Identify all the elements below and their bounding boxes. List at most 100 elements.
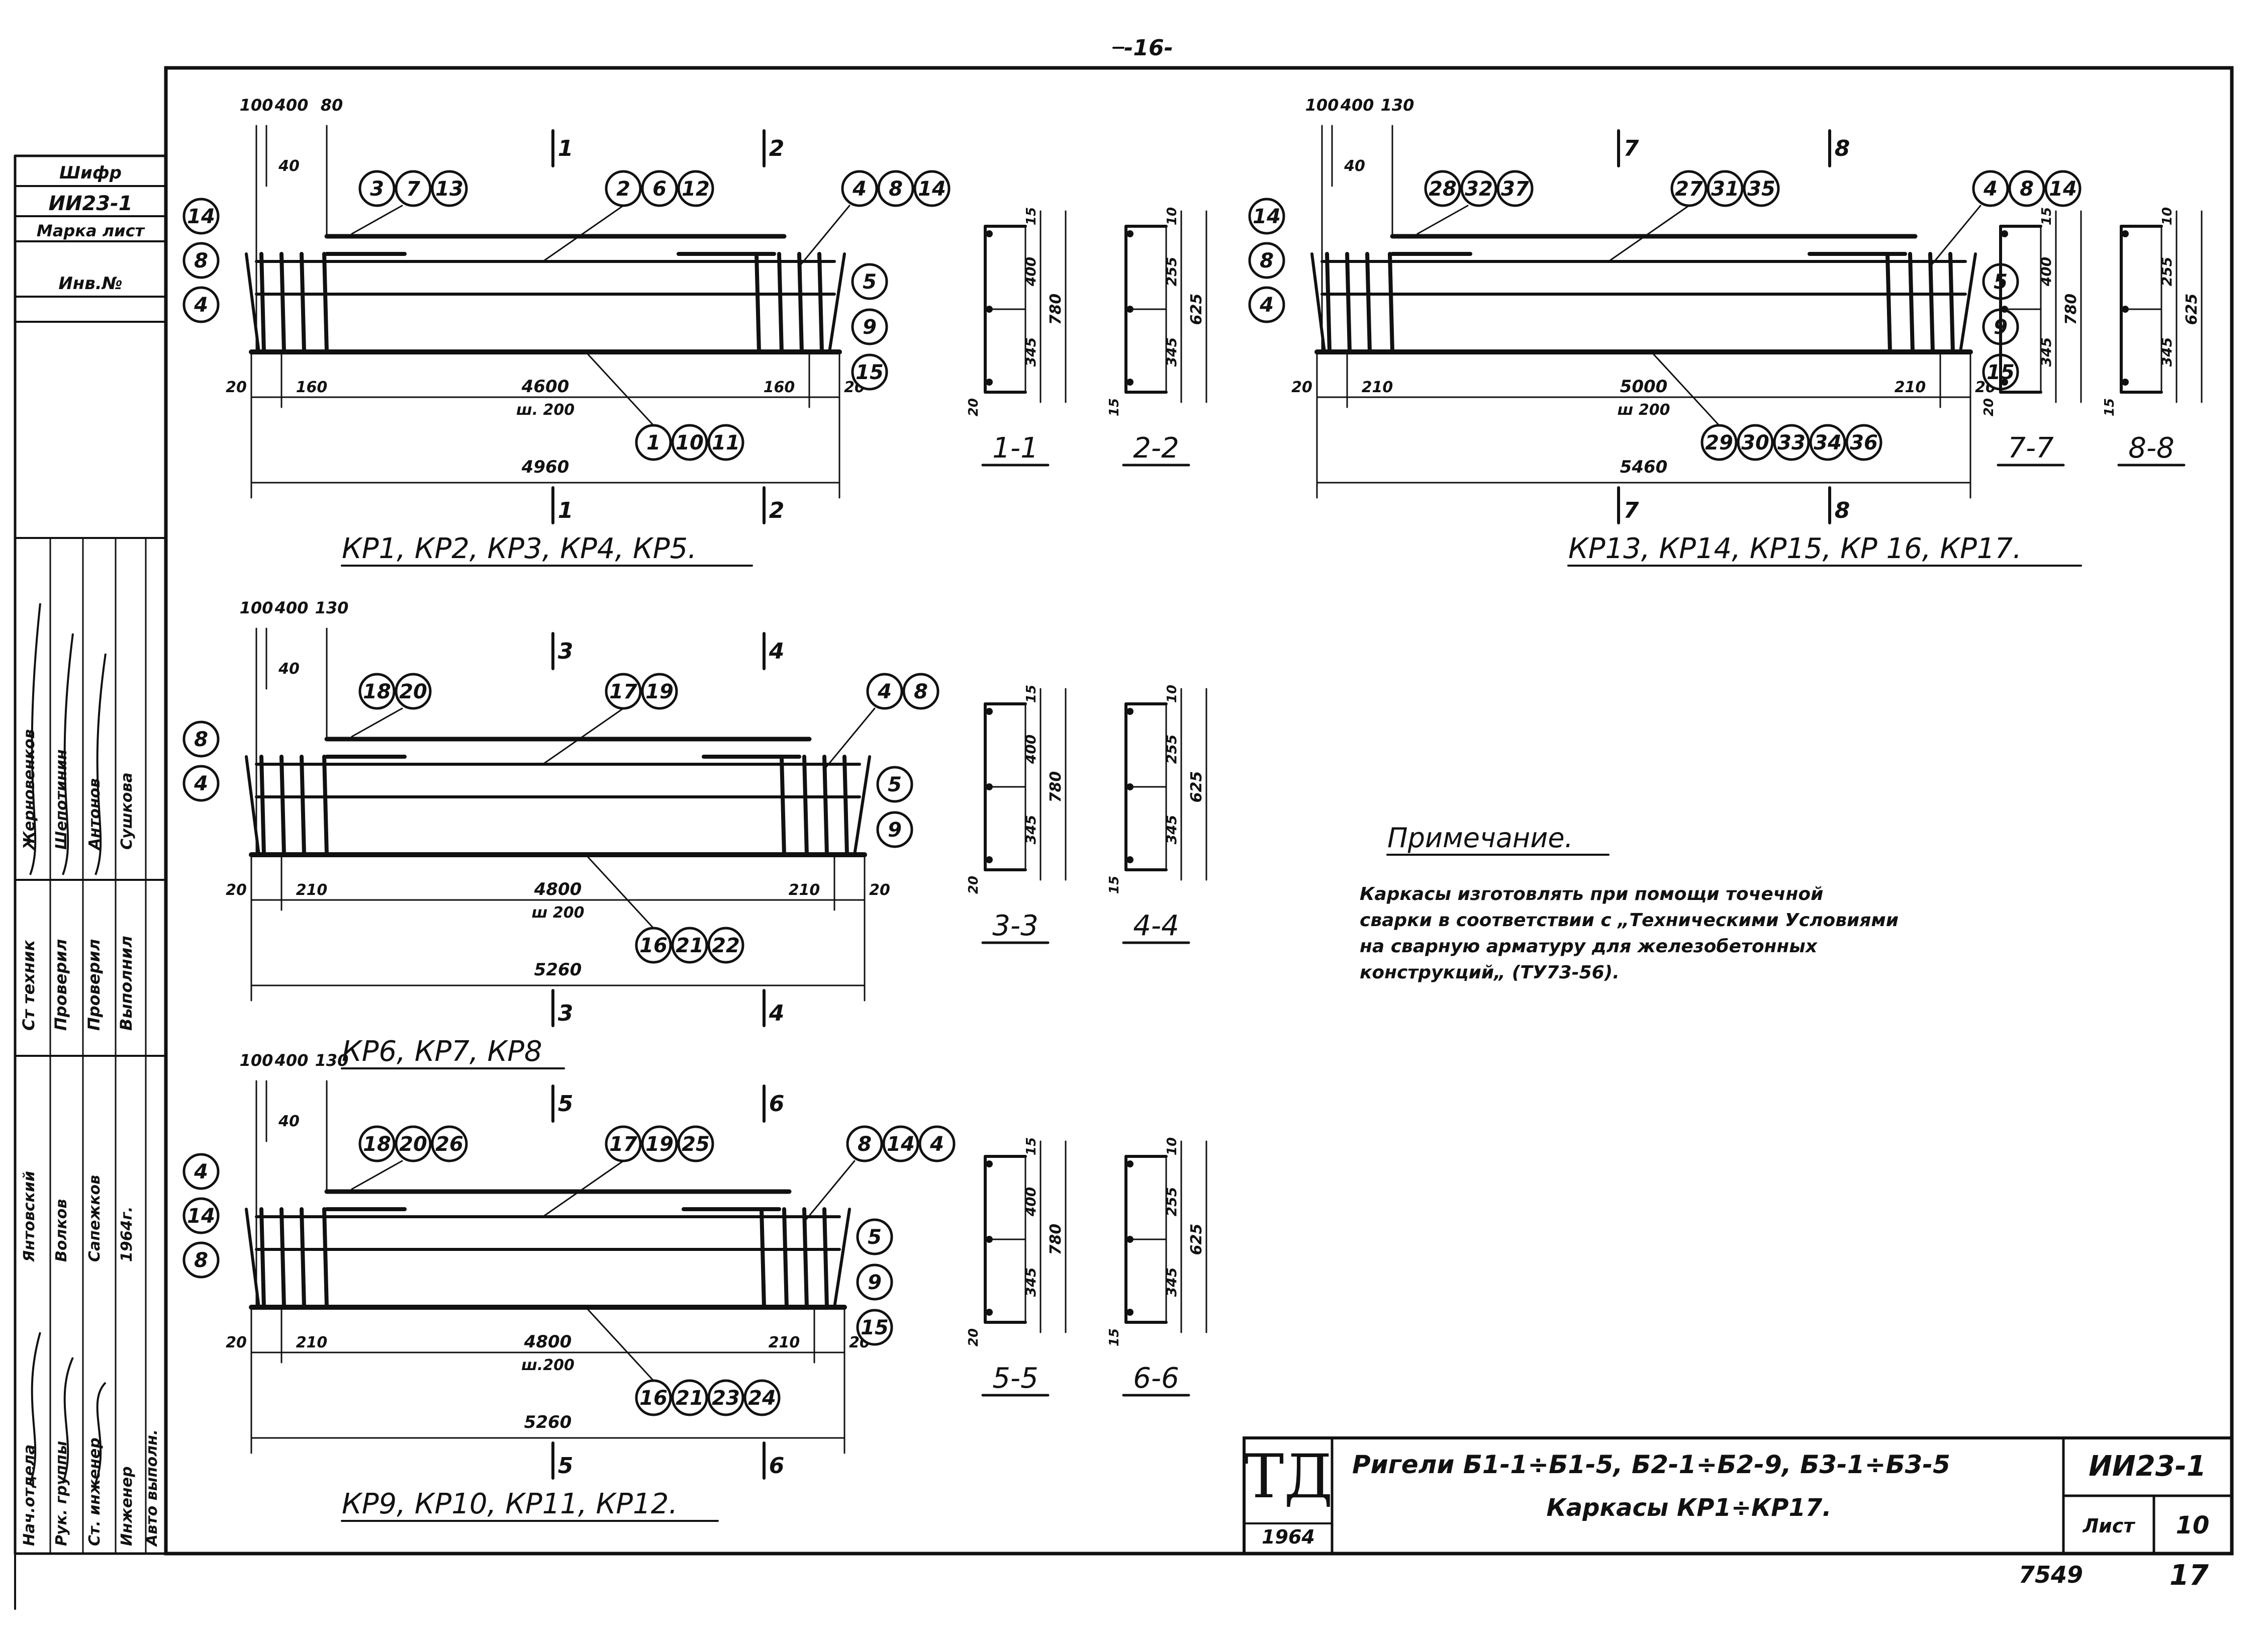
callout-circle <box>1248 242 1285 279</box>
bar-dot <box>1126 708 1133 715</box>
callout-circle <box>851 353 888 391</box>
section-dim: 345 <box>1163 1268 1180 1297</box>
position-callout: 18 <box>358 1125 396 1162</box>
section-dim: 780 <box>1047 294 1065 325</box>
section-dim: 625 <box>1188 771 1205 803</box>
callout-number: 26 <box>435 1133 463 1156</box>
signature <box>94 1382 107 1484</box>
dim-label: 20 <box>226 881 247 899</box>
callout-circle <box>1809 424 1846 461</box>
callout-circle <box>846 1125 883 1162</box>
callout-circle <box>707 927 744 964</box>
stirrup <box>279 252 286 354</box>
bar-dot <box>2001 306 2008 313</box>
stirrup <box>1310 252 1326 353</box>
callout-number: 16 <box>639 1387 668 1410</box>
callout-circle <box>2008 170 2045 207</box>
callout-number: 27 <box>1675 177 1703 201</box>
callout-number: 8 <box>889 177 903 201</box>
signature <box>29 1332 41 1484</box>
callout-circle <box>182 720 220 758</box>
section-dim: 345 <box>1022 337 1039 367</box>
section-dim: 780 <box>1047 771 1065 803</box>
section-number: 8 <box>1835 136 1850 161</box>
dim-label: 100 <box>1305 96 1339 115</box>
callout-number: 9 <box>863 316 877 339</box>
callout-number: 14 <box>187 205 215 228</box>
callout-number: 4 <box>929 1133 944 1156</box>
callout-circle <box>1773 424 1810 461</box>
position-callout: 10 <box>671 424 708 461</box>
section-dim: 345 <box>1022 815 1039 844</box>
pitch-label: ш 200 <box>532 904 585 922</box>
dim-label: 80 <box>321 96 343 115</box>
callout-circle <box>182 765 220 802</box>
bar-dot <box>986 1236 993 1243</box>
leader-line <box>351 1160 403 1190</box>
position-callout: 16 <box>635 1379 672 1416</box>
dim-label: 40 <box>278 1113 300 1130</box>
stirrup <box>822 1207 829 1309</box>
stirrup <box>817 252 824 354</box>
dim-label: 400 <box>274 96 309 115</box>
callout-number: 19 <box>645 1133 674 1156</box>
section-dim: 345 <box>1163 815 1180 844</box>
overall-label: 5260 <box>534 960 582 980</box>
leader-line <box>542 707 624 765</box>
note-line: сварки в соответствии с „Техническими Ус… <box>1360 910 1899 931</box>
section-dim: 780 <box>2062 294 2080 325</box>
section-dim: 400 <box>1022 1187 1039 1217</box>
stirrup <box>777 252 784 354</box>
callout-circle <box>641 1125 678 1162</box>
callout-number: 21 <box>676 934 704 957</box>
position-callout: 20 <box>395 673 432 710</box>
callout-number: 9 <box>868 1271 882 1294</box>
callout-number: 7 <box>406 177 420 201</box>
section-number: 8 <box>1835 498 1850 523</box>
position-callout: 9 <box>856 1263 893 1301</box>
callout-number: 8 <box>914 680 928 703</box>
callout-number: 2 <box>616 177 630 201</box>
stirrup <box>322 252 329 354</box>
callout-circle <box>671 424 708 461</box>
callout-circle <box>182 286 220 323</box>
callout-number: 23 <box>712 1387 740 1410</box>
leader-line <box>587 353 654 426</box>
callout-number: 24 <box>748 1387 776 1410</box>
bar-dot <box>1126 1160 1133 1167</box>
section-number: 6 <box>769 1453 785 1479</box>
callout-circle <box>671 927 708 964</box>
callout-number: 4 <box>877 680 892 703</box>
callout-circle <box>2044 170 2082 207</box>
stirrup <box>782 1207 789 1309</box>
stirrup <box>797 252 804 354</box>
position-callout: 19 <box>641 1125 678 1162</box>
overall-label: 4960 <box>521 457 570 477</box>
callout-circle <box>671 1379 708 1416</box>
callout-circle <box>851 308 888 345</box>
stirrup <box>245 1208 260 1309</box>
leader-line <box>1929 205 1981 267</box>
page-number: -16- <box>1124 35 1173 61</box>
position-callout: 17 <box>605 673 642 710</box>
stamp-position: Проверил <box>51 939 70 1031</box>
callout-number: 8 <box>194 1249 208 1272</box>
position-callout: 3 <box>358 170 396 207</box>
section-dim: 10 <box>1165 685 1180 703</box>
section-dim: 255 <box>1163 735 1180 764</box>
callout-number: 35 <box>1747 177 1775 201</box>
callout-circle <box>1737 424 1774 461</box>
bar-dot <box>1126 1309 1133 1316</box>
leader-line <box>587 856 654 929</box>
stirrup <box>279 755 286 857</box>
callout-number: 31 <box>1711 177 1739 201</box>
note-block: Примечание.Каркасы изготовлять при помощ… <box>1360 822 1899 983</box>
archive-number: 7549 <box>2019 1561 2083 1588</box>
callout-number: 20 <box>399 1133 427 1156</box>
callout-number: 30 <box>1741 431 1769 455</box>
position-callout: 13 <box>431 170 468 207</box>
dim-label: 20 <box>226 1334 247 1351</box>
callout-circle <box>358 673 396 710</box>
stirrup <box>760 1207 766 1309</box>
